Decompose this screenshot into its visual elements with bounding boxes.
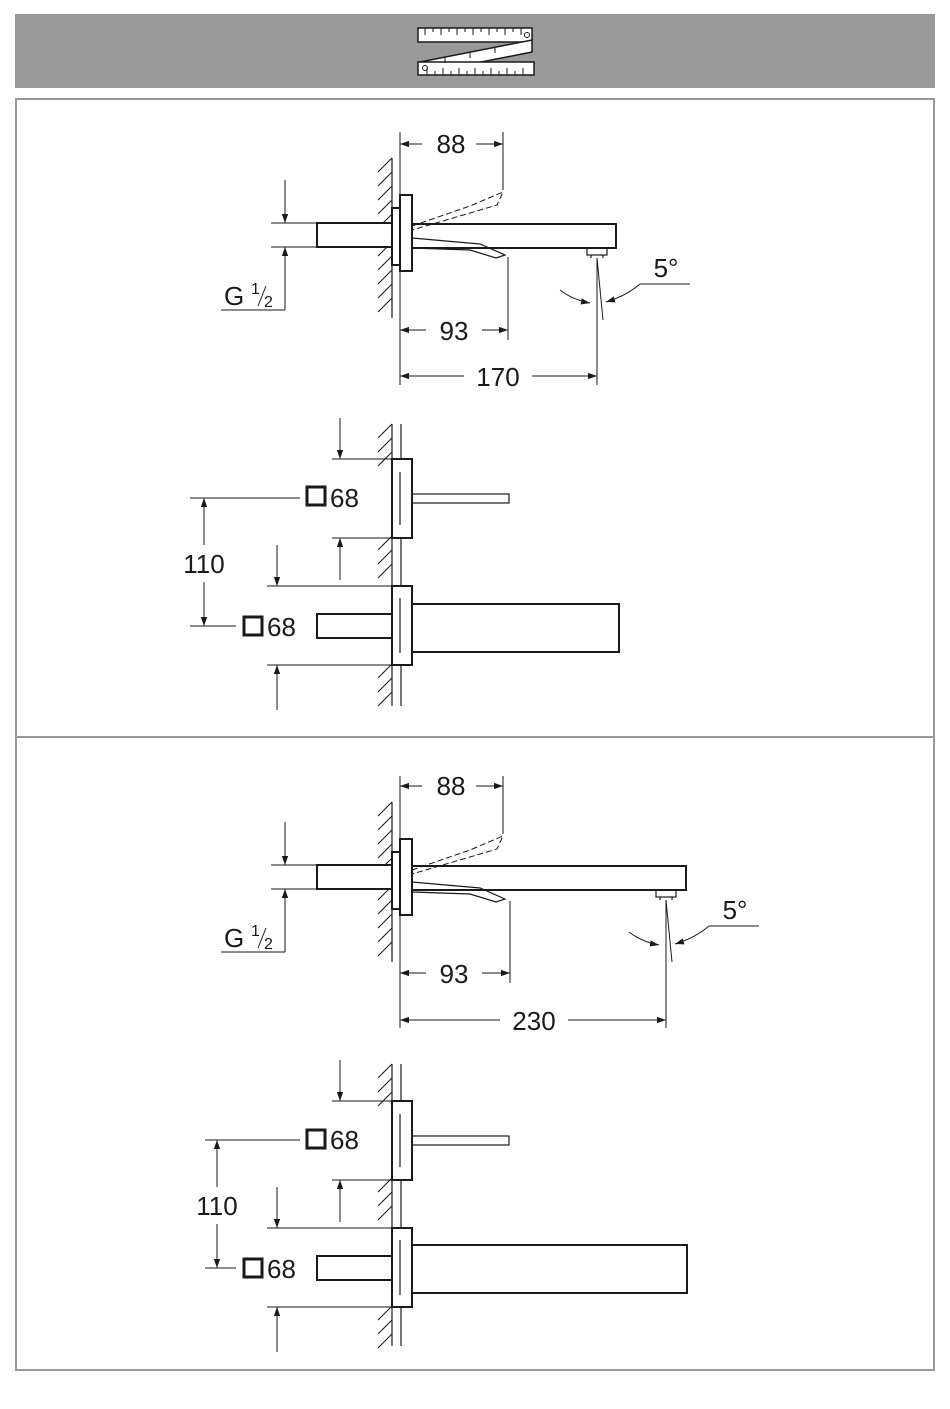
dim-angle: 5°	[723, 895, 748, 925]
thread-label: G	[224, 923, 244, 953]
side-view: 88 93 170 G 1 2 5°	[221, 129, 690, 392]
dim-angle: 5°	[654, 253, 679, 283]
square-symbol	[307, 487, 325, 505]
square-symbol	[244, 617, 262, 635]
dim-spacing: 110	[183, 549, 224, 579]
spout-plate-size: 68	[267, 612, 296, 642]
dim-spout-lever: 88	[437, 771, 466, 801]
side-view: 88 93 230 G 1 2 5°	[221, 771, 759, 1036]
dim-spout-lever: 88	[437, 129, 466, 159]
front-view: 110 68 68	[183, 418, 619, 710]
square-symbol	[244, 1259, 262, 1277]
panel-bottom	[16, 737, 934, 1370]
lever-plate-size: 68	[330, 1125, 359, 1155]
front-view: 110 68 68	[196, 1060, 687, 1352]
dim-spacing: 110	[196, 1191, 237, 1221]
dim-lever-reach: 93	[440, 959, 469, 989]
thread-numerator: 1	[251, 923, 260, 940]
dim-lever-reach: 93	[440, 316, 469, 346]
lever-plate-size: 68	[330, 483, 359, 513]
dim-spout-length: 170	[476, 362, 519, 392]
section-1: 88 93 170 G 1 2 5°	[183, 129, 690, 710]
thread-numerator: 1	[251, 281, 260, 298]
spout-plate-size: 68	[267, 1254, 296, 1284]
square-symbol	[307, 1130, 325, 1148]
thread-label: G	[224, 281, 244, 311]
dim-spout-length: 230	[512, 1006, 555, 1036]
panel-top	[16, 99, 934, 737]
thread-denominator: 2	[264, 294, 273, 311]
section-2: 88 93 230 G 1 2 5°	[196, 771, 759, 1352]
thread-denominator: 2	[264, 936, 273, 953]
